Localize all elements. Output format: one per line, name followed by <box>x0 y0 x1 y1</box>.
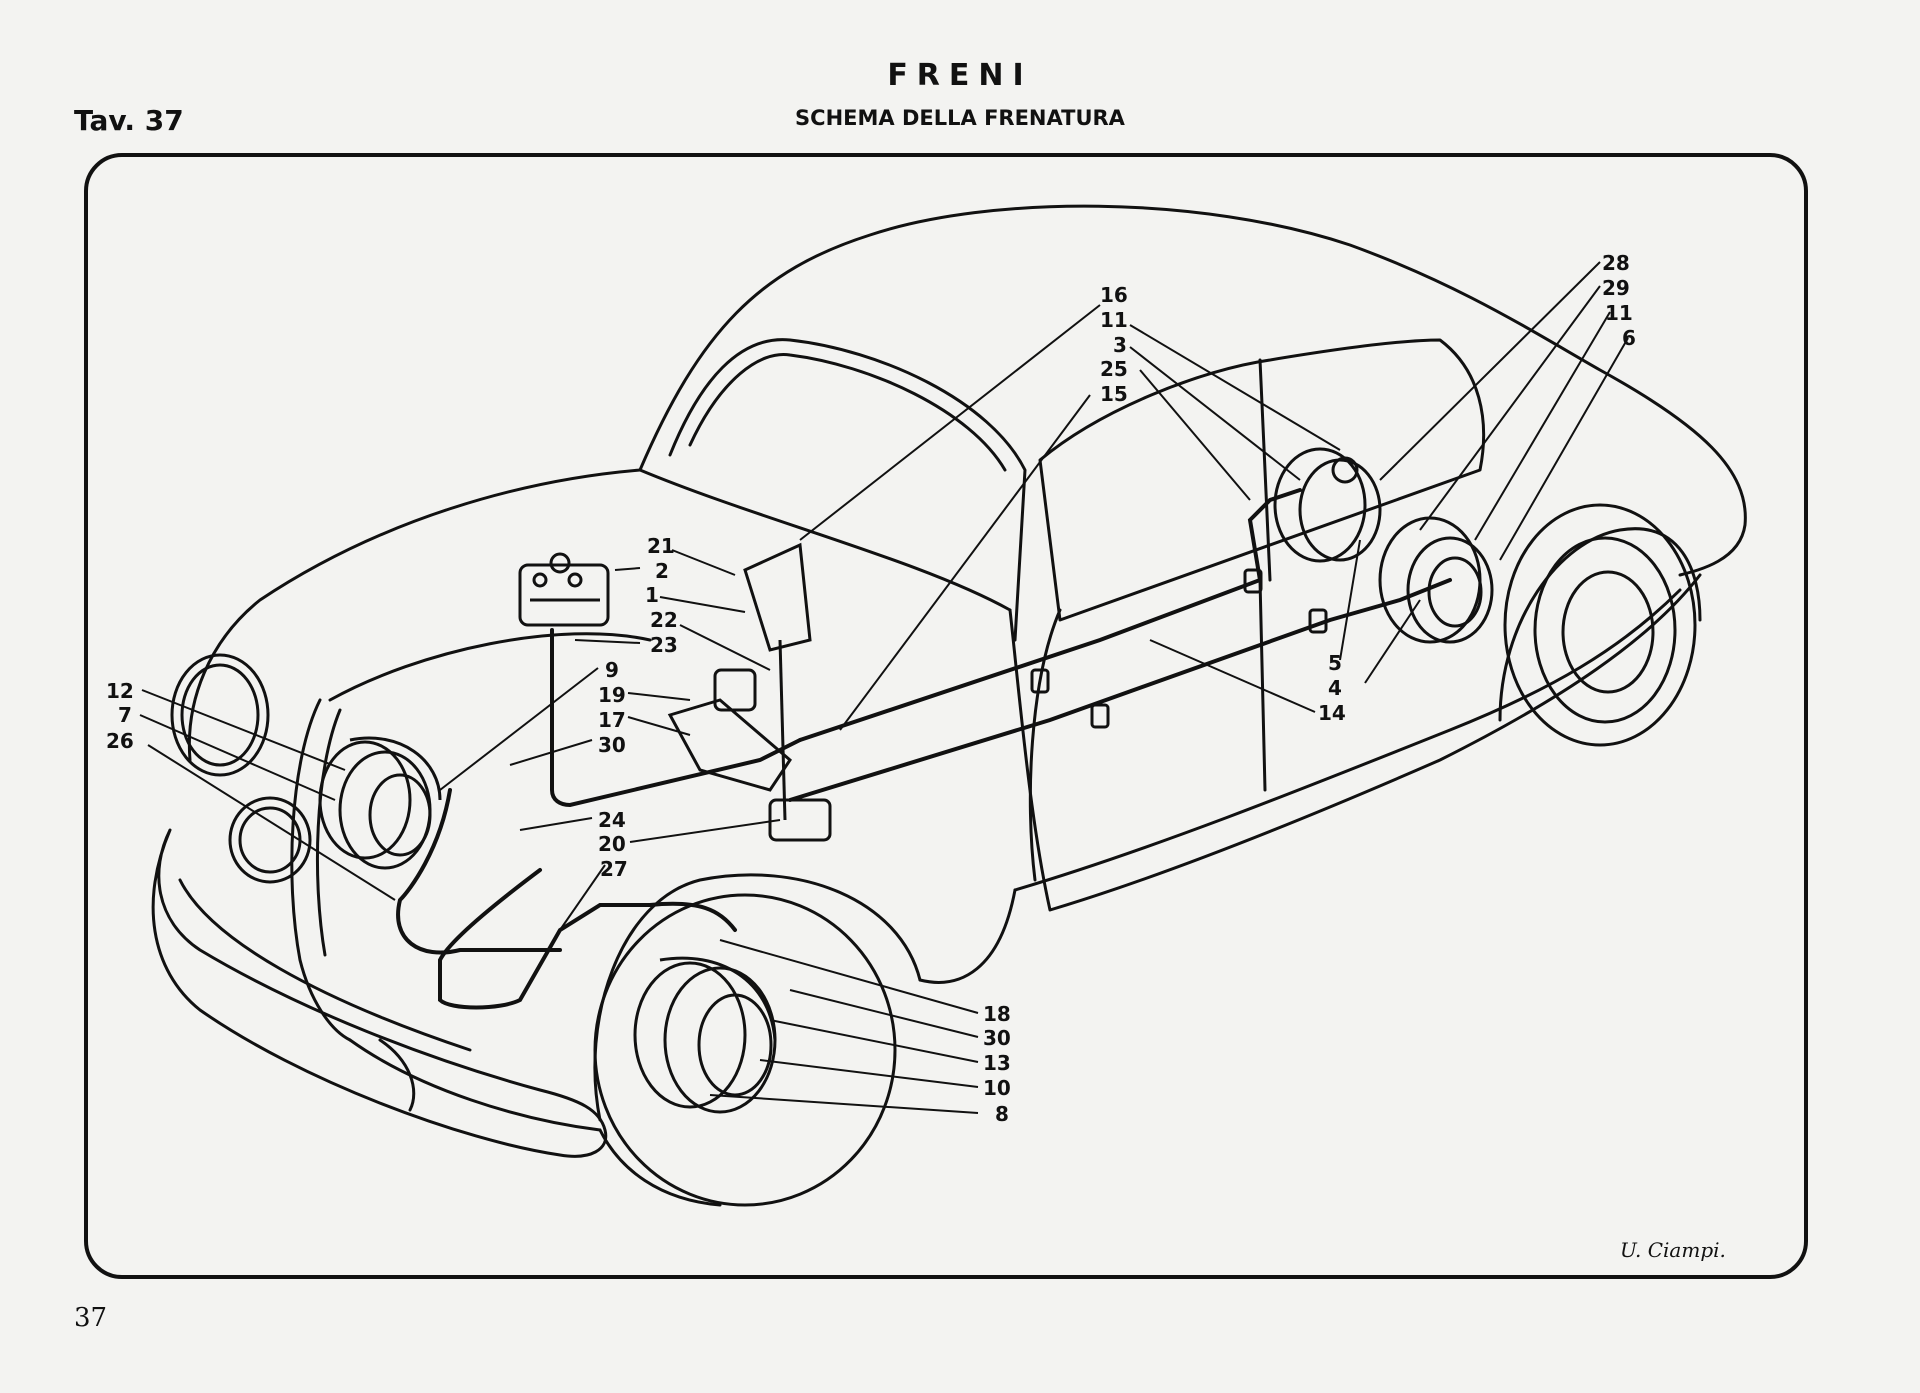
callout-17: 17 <box>598 708 626 732</box>
artist-signature: U. Ciampi. <box>1620 1238 1726 1262</box>
diagram-frame <box>84 153 1808 1279</box>
callout-22: 22 <box>650 608 678 632</box>
callout-27: 27 <box>600 857 628 881</box>
callout-19: 19 <box>598 683 626 707</box>
callout-7: 7 <box>118 703 132 727</box>
callout-16: 16 <box>1100 283 1128 307</box>
plate-number: Tav. 37 <box>74 104 184 137</box>
callout-labels: 12 7 26 21 2 1 22 23 9 19 17 30 24 20 27… <box>106 251 1636 1126</box>
callout-21: 21 <box>647 534 675 558</box>
callout-15: 15 <box>1100 382 1128 406</box>
pedal-assembly <box>667 542 832 842</box>
page-number: 37 <box>74 1303 108 1333</box>
rear-right-brake <box>1378 516 1494 644</box>
callout-1: 1 <box>645 583 659 607</box>
callout-14: 14 <box>1318 701 1346 725</box>
callout-20: 20 <box>598 832 626 856</box>
callout-26: 26 <box>106 729 134 753</box>
callout-18: 18 <box>983 1002 1011 1026</box>
callout-4: 4 <box>1328 676 1342 700</box>
callout-3: 3 <box>1113 333 1127 357</box>
rear-left-brake <box>1273 447 1382 563</box>
callout-28: 28 <box>1602 251 1630 275</box>
callout-30: 30 <box>598 733 626 757</box>
page-subtitle: SCHEMA DELLA FRENATURA <box>795 106 1125 130</box>
callout-25: 25 <box>1100 357 1128 381</box>
callout-12: 12 <box>106 679 134 703</box>
callout-13: 13 <box>983 1051 1011 1075</box>
callout-6: 6 <box>1622 326 1636 350</box>
callout-8: 8 <box>995 1102 1009 1126</box>
callout-24: 24 <box>598 808 626 832</box>
car-body <box>151 204 1747 1207</box>
leader-lines <box>139 261 1629 1114</box>
front-right-brake <box>633 956 777 1114</box>
front-left-brake <box>318 736 442 870</box>
callout-29: 29 <box>1602 276 1630 300</box>
callout-30b: 30 <box>983 1026 1011 1050</box>
callout-10: 10 <box>983 1076 1011 1100</box>
page-title: FRENI <box>887 58 1033 93</box>
callout-11b: 11 <box>1605 301 1633 325</box>
callout-2: 2 <box>655 559 669 583</box>
reservoir <box>518 552 610 627</box>
callout-5: 5 <box>1328 651 1342 675</box>
callout-9: 9 <box>605 658 619 682</box>
components <box>318 447 1494 1114</box>
callout-23: 23 <box>650 633 678 657</box>
callout-11: 11 <box>1100 308 1128 332</box>
